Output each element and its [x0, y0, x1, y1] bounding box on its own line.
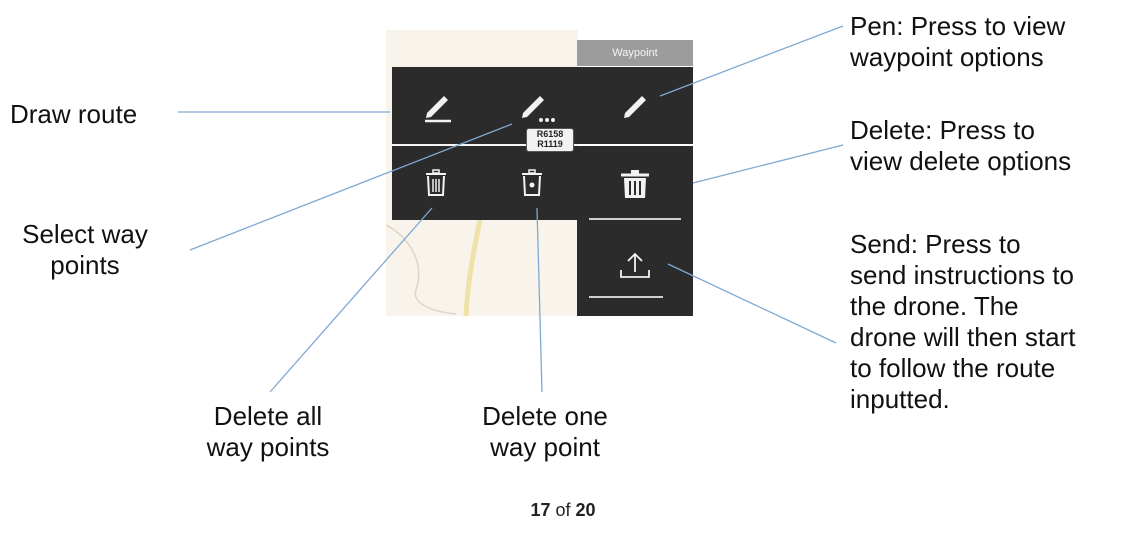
current-page: 17 — [530, 500, 551, 520]
pencil-dots-icon — [513, 83, 557, 127]
upload-icon — [615, 246, 655, 286]
delete-one-button[interactable] — [502, 153, 562, 213]
callout-line: to follow the route — [850, 353, 1056, 383]
pen-button[interactable] — [605, 75, 665, 135]
trash-dot-icon — [514, 165, 550, 201]
callout-delete-one: Delete one way point — [460, 401, 630, 463]
callout-send: Send: Press to send instructions to the … — [850, 229, 1075, 415]
callout-delete: Delete: Press to view delete options — [850, 115, 1071, 177]
callout-line: Pen: Press to view — [850, 11, 1066, 41]
callout-line: the drone. The — [850, 291, 1019, 321]
pencil-underline-icon — [415, 83, 459, 127]
callout-line: Send: Press to — [850, 229, 1021, 259]
callout-select-waypoints: Select way points — [10, 219, 160, 281]
callout-line: send instructions to — [850, 260, 1075, 290]
send-button[interactable] — [605, 236, 665, 296]
callout-line: Draw route — [10, 99, 138, 129]
leader-pen — [659, 25, 844, 97]
waypoint-tab[interactable]: Waypoint — [577, 40, 693, 66]
road-label-text: R6158 R1119 — [536, 129, 564, 149]
map-roads — [385, 214, 484, 317]
callout-line: way points — [206, 432, 330, 462]
toolbar-right-column — [577, 146, 693, 316]
leader-delete — [692, 144, 844, 184]
callout-line: Delete: Press to — [850, 115, 1035, 145]
toolbar-divider — [392, 144, 578, 147]
callout-line: drone will then start — [850, 322, 1076, 352]
callout-draw-route: Draw route — [10, 99, 137, 130]
leader-select-waypoints — [189, 123, 513, 251]
select-waypoints-button[interactable] — [505, 75, 565, 135]
trash-icon — [615, 165, 655, 205]
pencil-icon — [613, 83, 657, 127]
callout-delete-all: Delete all way points — [188, 401, 348, 463]
callout-pen: Pen: Press to view waypoint options — [850, 11, 1065, 73]
callout-line: inputted. — [850, 384, 950, 414]
delete-all-button[interactable] — [406, 153, 466, 213]
callout-line: points — [50, 250, 120, 280]
callout-line: view delete options — [850, 146, 1072, 176]
page-of: of — [555, 500, 571, 520]
road-label: R6158 R1119 — [526, 128, 574, 152]
callout-line: waypoint options — [850, 42, 1044, 72]
leader-delete-one — [536, 207, 543, 393]
total-pages: 20 — [575, 500, 596, 520]
page-number: 17 of 20 — [0, 500, 1126, 521]
trash-icon — [418, 165, 454, 201]
column-underline — [589, 296, 663, 298]
delete-button[interactable] — [605, 155, 665, 215]
column-divider — [589, 218, 681, 220]
callout-line: Select way — [22, 219, 148, 249]
leader-delete-all — [269, 207, 433, 393]
callout-line: way point — [490, 432, 600, 462]
callout-line: Delete all — [213, 401, 323, 431]
draw-route-button[interactable] — [407, 75, 467, 135]
callout-line: Delete one — [482, 401, 608, 431]
leader-send — [667, 263, 837, 344]
